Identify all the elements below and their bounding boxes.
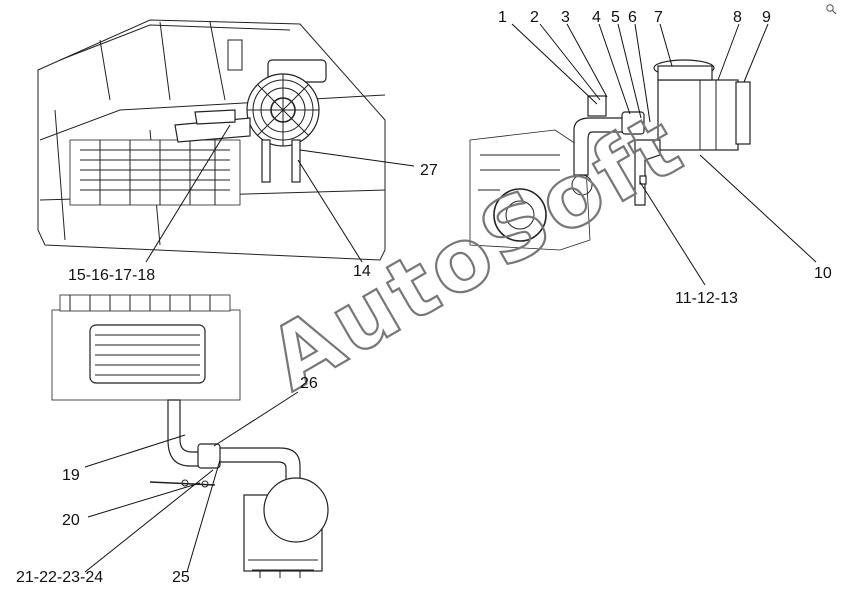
- cab-outline: [37, 19, 386, 261]
- callout-19: 19: [62, 467, 80, 484]
- callout-labels: 1 2 3 4 5 6 7 8 9 10 11-12-13 14 15-16-1…: [16, 9, 832, 586]
- bracket-left: [261, 139, 271, 183]
- callout-2: 2: [530, 9, 539, 26]
- engine-block-top: [69, 139, 241, 206]
- air-cleaner-body-right: [657, 79, 739, 151]
- callout-14: 14: [353, 263, 371, 280]
- engine-front: [469, 129, 591, 251]
- callout-25: 25: [172, 569, 190, 586]
- callout-9: 9: [762, 9, 771, 26]
- callout-15-16-17-18: 15-16-17-18: [68, 267, 155, 284]
- callout-27: 27: [420, 162, 438, 179]
- view-top-left: [37, 19, 386, 261]
- bracket-right-view: [634, 139, 661, 206]
- leader-lines: [84, 23, 817, 573]
- callout-5: 5: [611, 9, 620, 26]
- view-top-right: [469, 59, 751, 251]
- callout-8: 8: [733, 9, 742, 26]
- callout-7: 7: [654, 9, 663, 26]
- zoom-icon[interactable]: [826, 4, 837, 15]
- air-cleaner-round-bottom: [263, 477, 329, 543]
- callout-10: 10: [814, 265, 832, 282]
- callout-4: 4: [592, 9, 601, 26]
- callout-6: 6: [628, 9, 637, 26]
- callout-3: 3: [561, 9, 570, 26]
- intake-pipe-horizontal: [209, 447, 301, 481]
- bracket-right: [291, 139, 301, 183]
- callout-20: 20: [62, 512, 80, 529]
- callout-11-12-13: 11-12-13: [675, 290, 738, 307]
- view-bottom-left: [51, 294, 329, 578]
- callout-1: 1: [498, 9, 507, 26]
- valve-cover: [89, 324, 206, 384]
- callout-21-22-23-24: 21-22-23-24: [16, 569, 103, 586]
- callout-26: 26: [300, 375, 318, 392]
